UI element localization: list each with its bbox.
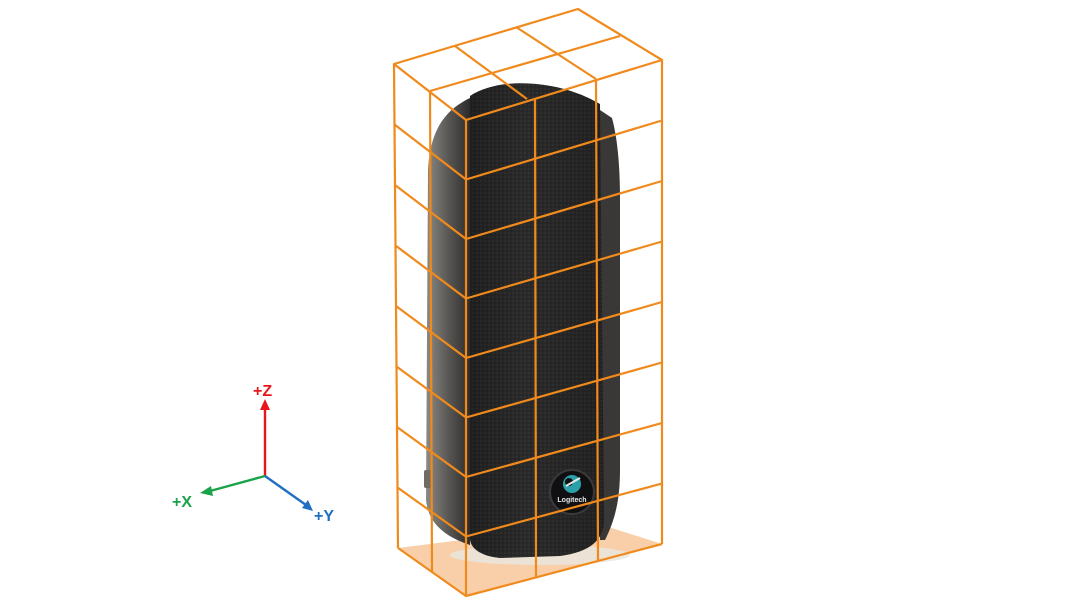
grid-ring <box>396 482 663 538</box>
grid-ring <box>395 300 663 360</box>
bounding-box-grid <box>392 7 664 598</box>
grid-ring <box>393 119 663 181</box>
y-axis-arrow <box>264 475 307 506</box>
x-axis-arrow <box>209 474 266 493</box>
brand-logo: Logitech <box>549 469 595 515</box>
x-axis-label: +X <box>172 494 192 511</box>
y-axis-label: +Y <box>314 508 334 525</box>
grid-ring <box>394 240 663 300</box>
brand-logo-text: Logitech <box>557 497 586 504</box>
grid-ring <box>397 542 663 598</box>
speaker-image: Logitech <box>424 83 630 565</box>
z-axis-label: +Z <box>253 383 272 400</box>
axis-triad: +Z +X +Y <box>172 383 334 525</box>
grid-ring <box>394 179 663 241</box>
grid-ring <box>395 361 663 419</box>
grid-ring <box>396 421 663 479</box>
